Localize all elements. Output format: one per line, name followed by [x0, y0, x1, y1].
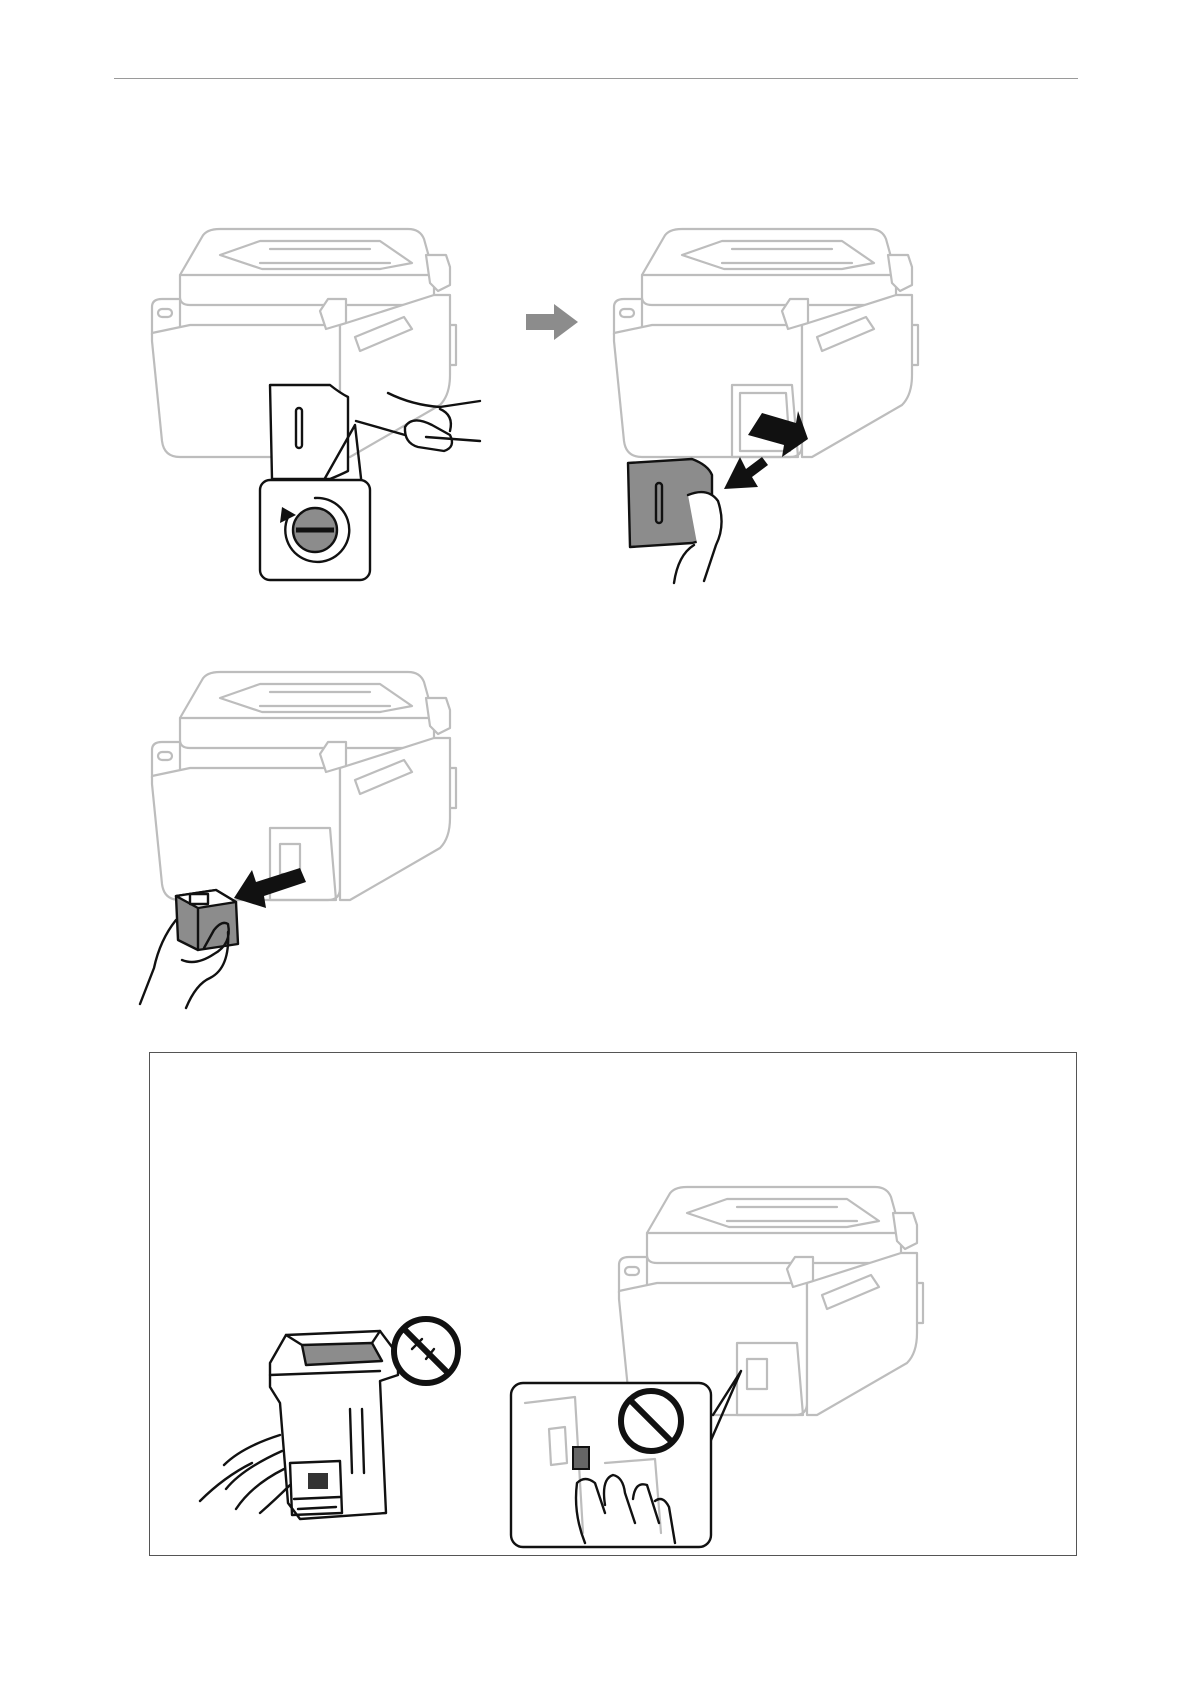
prohibited-icon: [394, 1319, 458, 1383]
figure-remove-maintenance-box: [150, 668, 490, 1018]
printer-rear-illustration: [619, 1187, 923, 1415]
printer-rear-illustration: [152, 672, 456, 900]
figure-do-not-touch-box: [190, 1313, 460, 1543]
hand: [200, 1435, 290, 1513]
figure-do-not-touch-printer: [505, 1183, 965, 1553]
arrow-right-icon: [526, 302, 580, 342]
note-box: [149, 1052, 1077, 1556]
cover-plate: [270, 385, 348, 479]
figure-remove-cover-result: [612, 225, 932, 585]
maintenance-box: [270, 1331, 398, 1519]
rotate-icon: [260, 480, 370, 580]
zoom-inset: [511, 1383, 711, 1547]
header-rule: [114, 78, 1078, 79]
prohibited-icon: [621, 1391, 681, 1451]
figure-remove-cover-screw: [150, 225, 510, 585]
